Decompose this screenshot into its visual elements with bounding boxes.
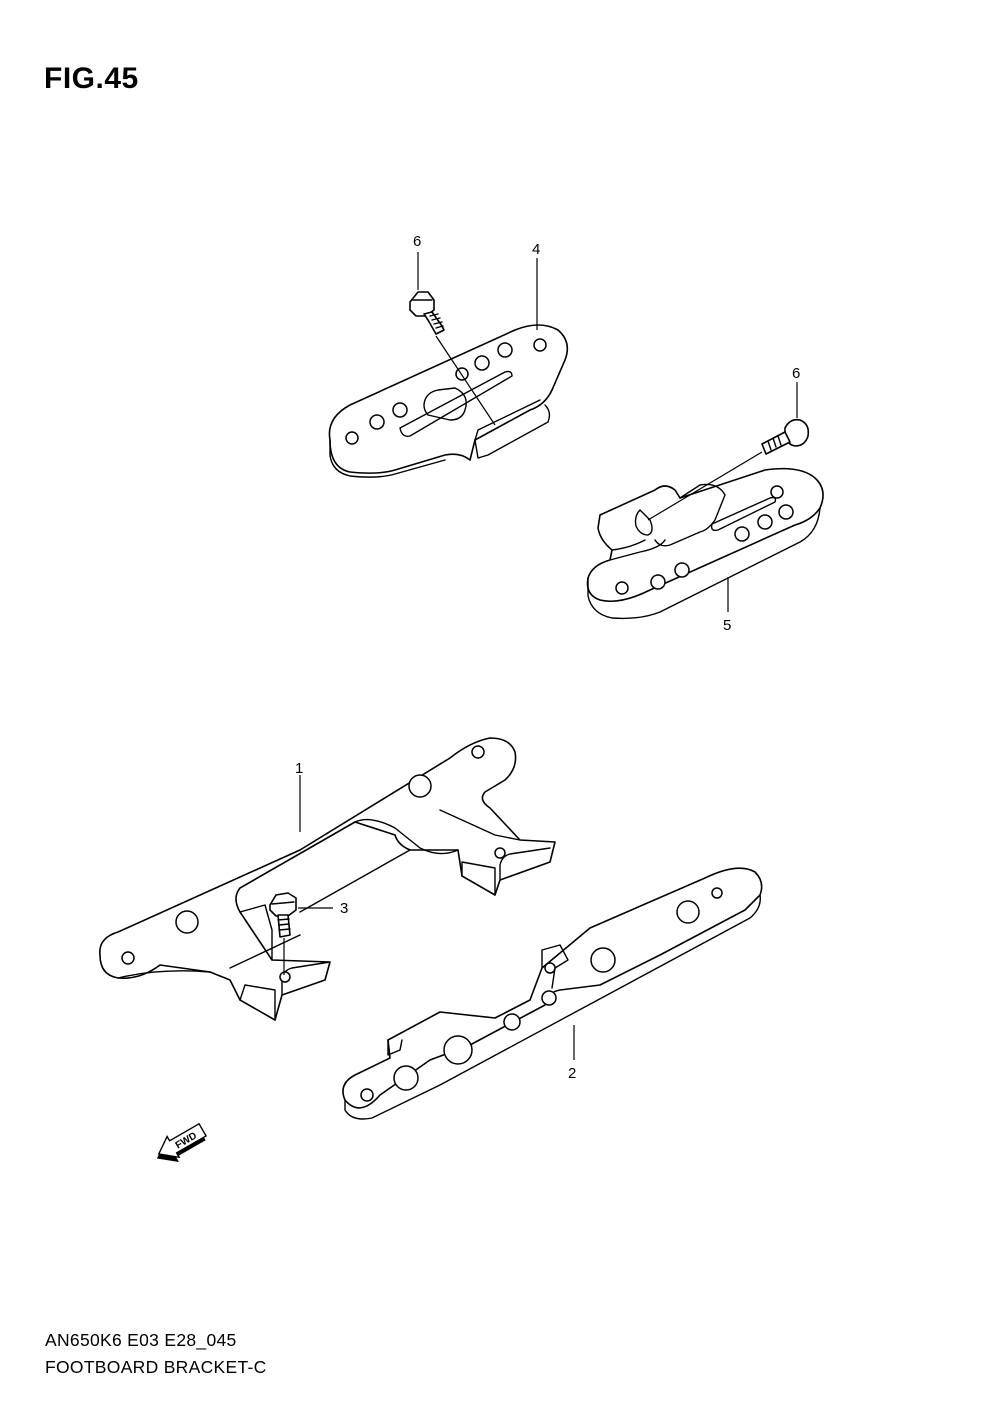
part-6-bolt-upper	[409, 291, 445, 335]
figure-title: FIG.45	[44, 62, 139, 95]
part-6-bolt-right	[761, 418, 810, 455]
callout-6-upper: 6	[413, 233, 421, 250]
diagram-name: FOOTBOARD BRACKET-C	[45, 1357, 267, 1377]
part-4-bracket	[328, 324, 569, 478]
callout-1: 1	[295, 760, 303, 777]
forward-arrow-icon: FWD	[156, 1122, 208, 1163]
part-3-bolt	[269, 892, 297, 938]
callout-6-right: 6	[792, 365, 800, 382]
leader-lines	[283, 252, 798, 1060]
part-5-bracket	[586, 467, 824, 620]
callout-3: 3	[340, 900, 348, 917]
part-2-bracket	[342, 867, 763, 1120]
callout-4: 4	[532, 241, 540, 258]
part-1-frame	[99, 737, 556, 1021]
model-code: AN650K6 E03 E28_045	[45, 1330, 237, 1350]
callout-2: 2	[568, 1065, 576, 1082]
callout-5: 5	[723, 617, 731, 634]
